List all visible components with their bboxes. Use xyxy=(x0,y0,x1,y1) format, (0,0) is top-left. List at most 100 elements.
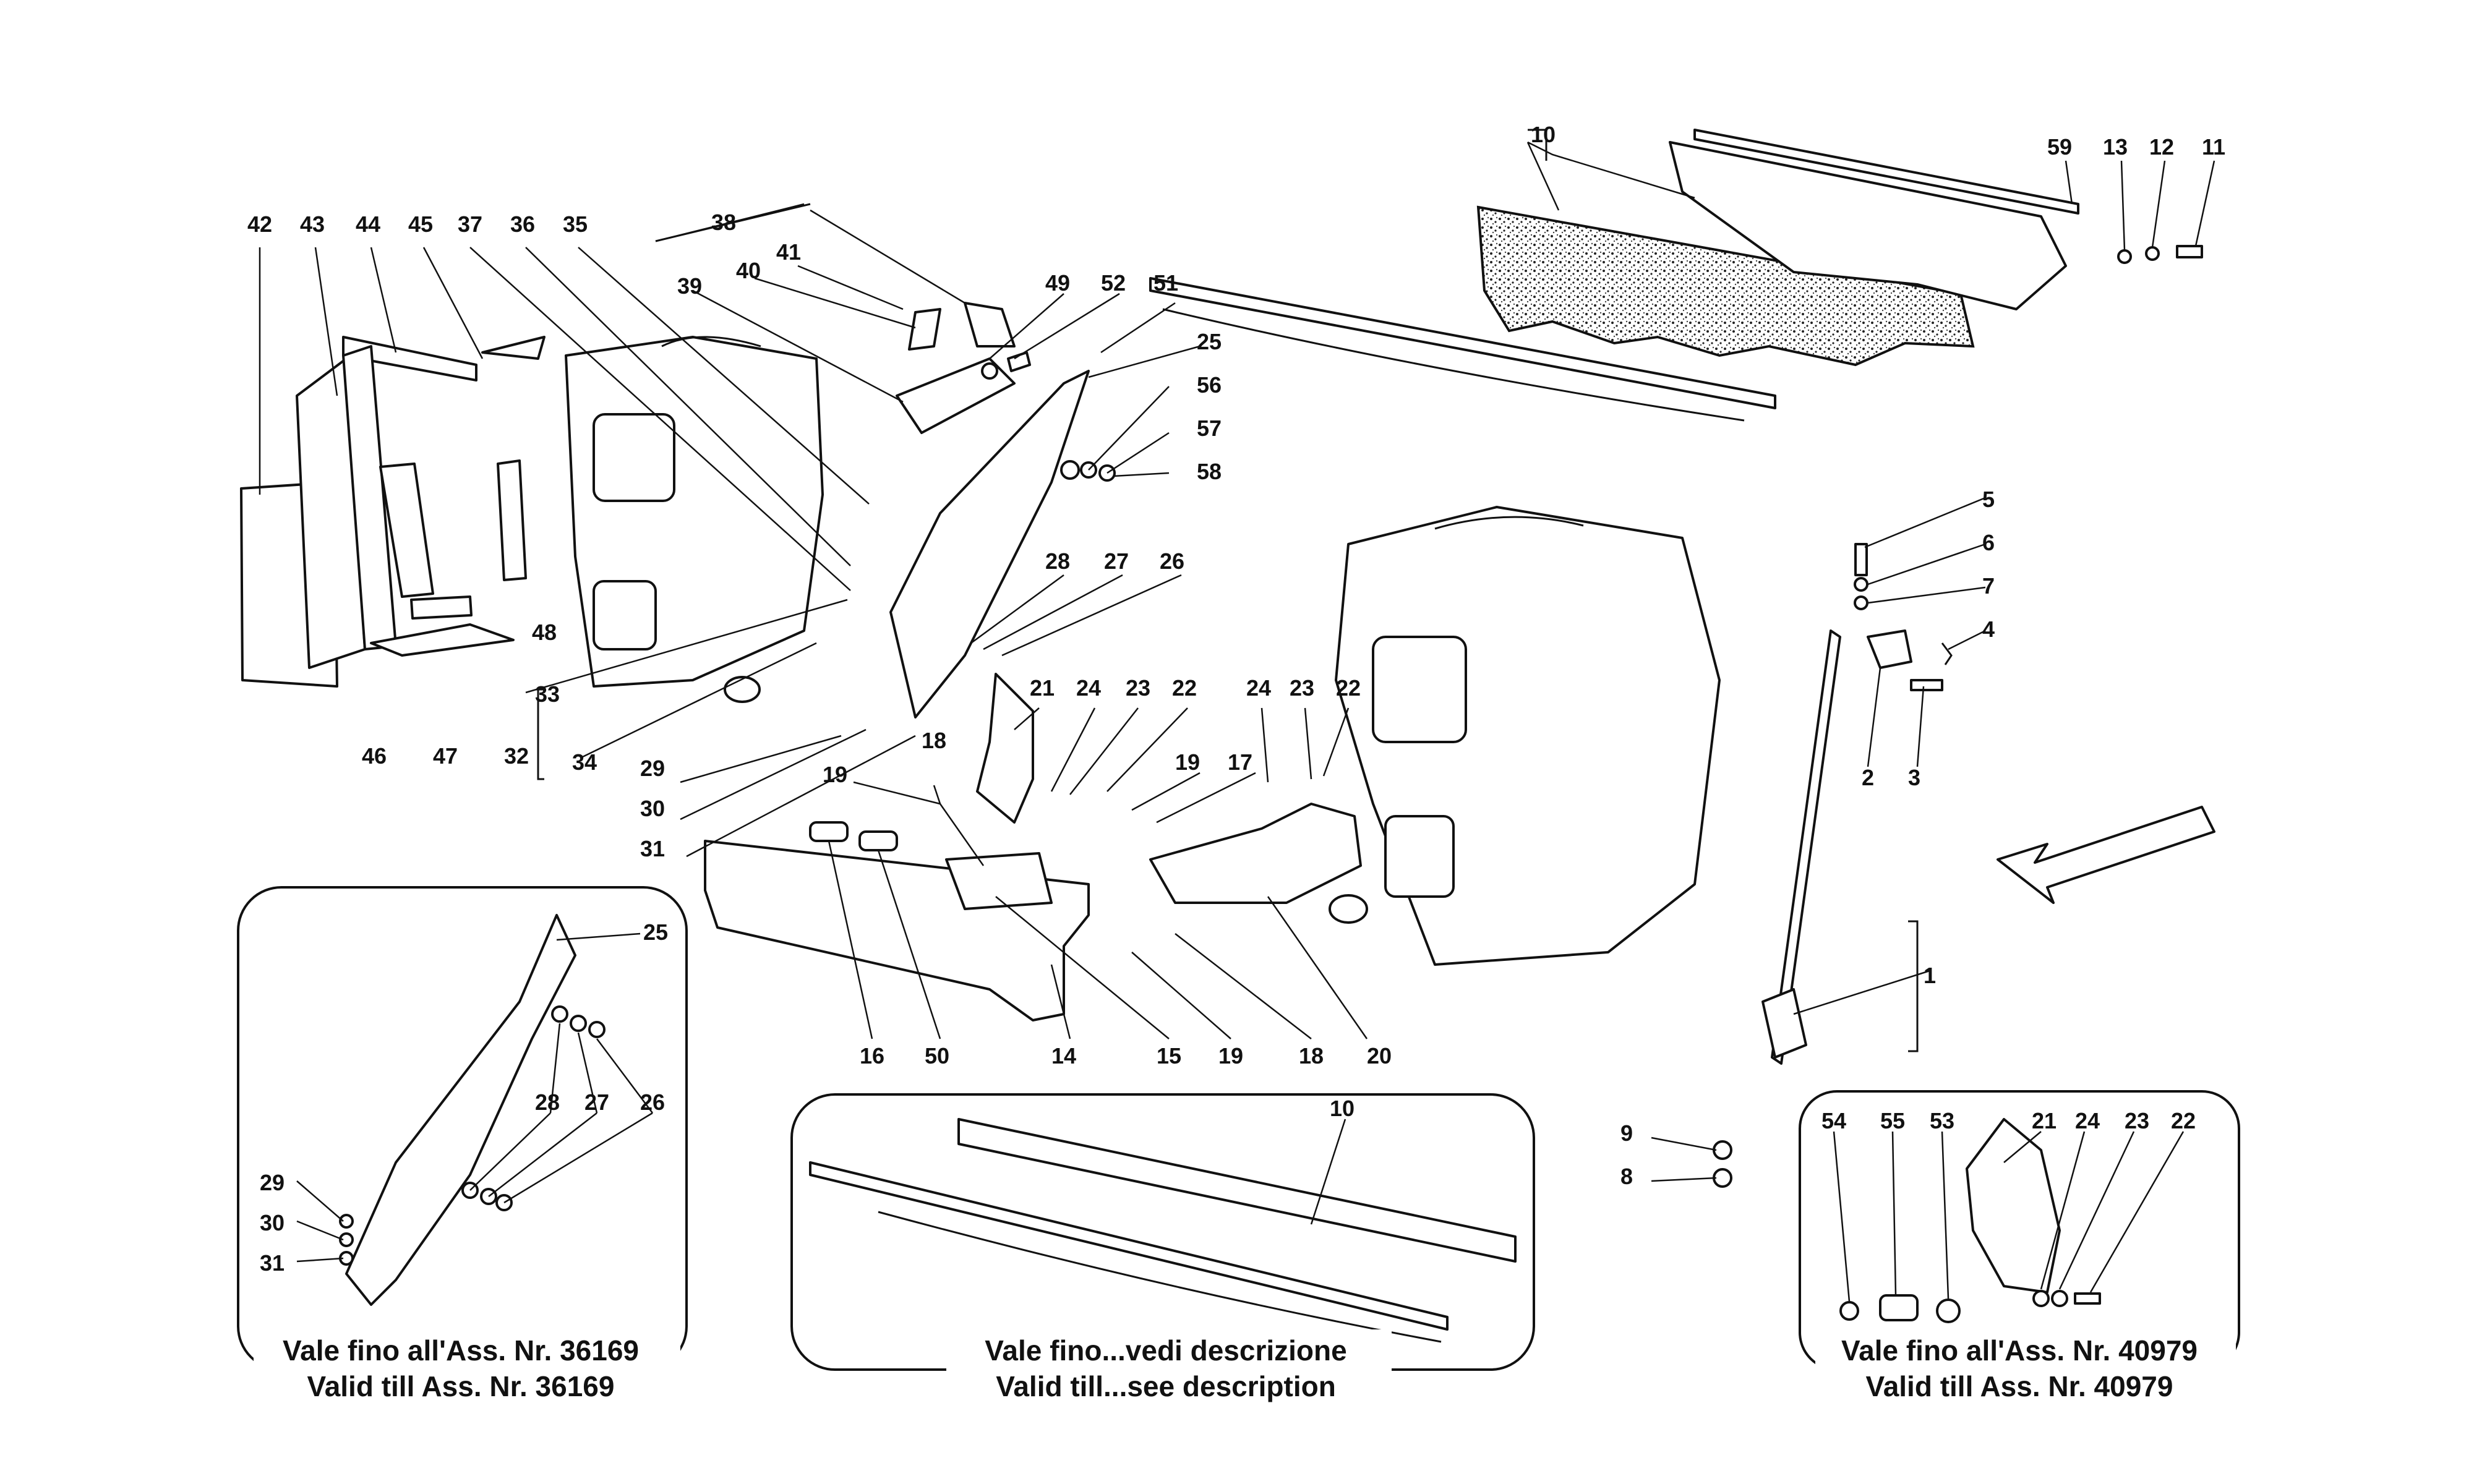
bracket-25-body xyxy=(889,370,1090,719)
inset-shield-10 xyxy=(957,1118,1517,1263)
callout-24b: 24 xyxy=(1246,675,1271,701)
group-brackets xyxy=(537,129,1919,1052)
callout-13: 13 xyxy=(2103,134,2128,160)
callout-34: 34 xyxy=(572,749,597,775)
tank-right-filler xyxy=(1434,516,1584,530)
inset-rail-lower xyxy=(878,1211,1442,1343)
strip-59 xyxy=(1693,129,2079,215)
callout-47: 47 xyxy=(433,743,458,769)
caption-center-en: Valid till...see description xyxy=(996,1370,1336,1402)
callout-inset-29: 29 xyxy=(260,1170,285,1195)
tank-right-window-upper xyxy=(1372,636,1467,743)
group-10 xyxy=(1528,129,1547,161)
callout-21: 21 xyxy=(1030,675,1055,701)
callout-43: 43 xyxy=(300,211,325,237)
group-32 xyxy=(537,688,544,780)
callout-38: 38 xyxy=(711,210,736,235)
callout-16: 16 xyxy=(860,1043,884,1068)
shelf-44 xyxy=(342,336,477,382)
callout-inset-26: 26 xyxy=(640,1090,665,1115)
inset-bracket-21 xyxy=(1966,1118,2061,1294)
callout-32: 32 xyxy=(504,743,529,769)
upper-brackets xyxy=(896,302,1031,434)
callout-39: 39 xyxy=(677,273,702,299)
clamp-1 xyxy=(1761,988,1807,1059)
bracket-20 xyxy=(1149,803,1362,904)
washer-6 xyxy=(1854,577,1868,592)
callout-58: 58 xyxy=(1197,459,1222,484)
callout-4: 4 xyxy=(1982,616,1995,642)
inset-center-drawing xyxy=(809,1118,1517,1343)
tank-strap xyxy=(1713,543,1953,1188)
callout-5: 5 xyxy=(1982,487,1995,512)
callout-inset-55: 55 xyxy=(1880,1108,1905,1133)
tank-left-outlet xyxy=(724,676,761,703)
callout-25: 25 xyxy=(1197,329,1222,354)
callout-inset-21: 21 xyxy=(2032,1108,2057,1133)
callout-46: 46 xyxy=(362,743,387,769)
callout-12: 12 xyxy=(2149,134,2174,160)
heat-shield-10 xyxy=(1476,205,1975,367)
caption-left-it: Vale fino all'Ass. Nr. 36169 xyxy=(283,1334,639,1367)
tank-right-outlet xyxy=(1329,894,1368,924)
leader-lines xyxy=(259,141,2215,1182)
clamp-2 xyxy=(1867,629,1912,669)
upper-rail xyxy=(1149,277,1776,422)
callout-24: 24 xyxy=(1076,675,1101,701)
bracket-15 xyxy=(945,852,1053,910)
spacer-16 xyxy=(809,821,849,842)
callout-23: 23 xyxy=(1126,675,1150,701)
callout-inset-53: 53 xyxy=(1930,1108,1954,1133)
callout-23b: 23 xyxy=(1290,675,1314,701)
callout-1: 1 xyxy=(1924,963,1936,988)
callout-8: 8 xyxy=(1620,1164,1633,1189)
callout-15: 15 xyxy=(1157,1043,1181,1068)
callout-20: 20 xyxy=(1367,1043,1392,1068)
group-1 xyxy=(1908,920,1919,1052)
callout-35: 35 xyxy=(563,211,588,237)
callout-inset-25: 25 xyxy=(643,919,668,945)
cross-member xyxy=(704,821,1090,1021)
shield-plate xyxy=(1669,141,2067,310)
callout-19c: 19 xyxy=(1218,1043,1243,1068)
callout-29: 29 xyxy=(640,756,665,781)
washer-9 xyxy=(1713,1140,1732,1160)
callout-inset-28: 28 xyxy=(535,1090,560,1115)
callout-inset-54: 54 xyxy=(1821,1108,1846,1133)
callout-18: 18 xyxy=(922,728,946,753)
inset-captions: Vale fino all'Ass. Nr. 36169 Valid till … xyxy=(254,1329,2236,1410)
caption-center-it: Vale fino...vedi descrizione xyxy=(985,1334,1346,1367)
nut-8 xyxy=(1713,1168,1732,1188)
strip-46 xyxy=(379,463,434,598)
bolt-11 xyxy=(2176,245,2203,258)
washer-52 xyxy=(981,362,998,380)
bolt-5 xyxy=(1854,543,1868,576)
callout-30: 30 xyxy=(640,796,665,821)
tank-left-window-lower xyxy=(593,580,657,650)
bracket-21 xyxy=(976,673,1034,824)
callout-6: 6 xyxy=(1982,530,1995,555)
clip-4 xyxy=(1941,642,1953,665)
wedge-45 xyxy=(481,336,546,360)
callout-56: 56 xyxy=(1197,372,1222,398)
tab-41 xyxy=(908,308,941,351)
callout-19b: 19 xyxy=(1175,749,1200,775)
callout-14: 14 xyxy=(1051,1043,1076,1068)
callout-50: 50 xyxy=(925,1043,949,1068)
washer-13 xyxy=(2117,249,2132,264)
caption-right-en: Valid till Ass. Nr. 40979 xyxy=(1866,1370,2173,1402)
callout-19: 19 xyxy=(823,762,847,787)
left-panels xyxy=(240,336,546,688)
callout-41: 41 xyxy=(776,239,801,265)
callout-inset-22: 22 xyxy=(2171,1108,2196,1133)
callout-9: 9 xyxy=(1620,1120,1633,1146)
direction-arrow xyxy=(1997,806,2215,904)
tank-right-window-lower xyxy=(1384,815,1455,898)
group-38 xyxy=(655,203,811,242)
washer-56 xyxy=(1060,460,1080,480)
callout-inset-31: 31 xyxy=(260,1250,285,1276)
caption-right-it: Vale fino all'Ass. Nr. 40979 xyxy=(1841,1334,2198,1367)
callout-49: 49 xyxy=(1045,270,1070,296)
callout-57: 57 xyxy=(1197,416,1222,441)
